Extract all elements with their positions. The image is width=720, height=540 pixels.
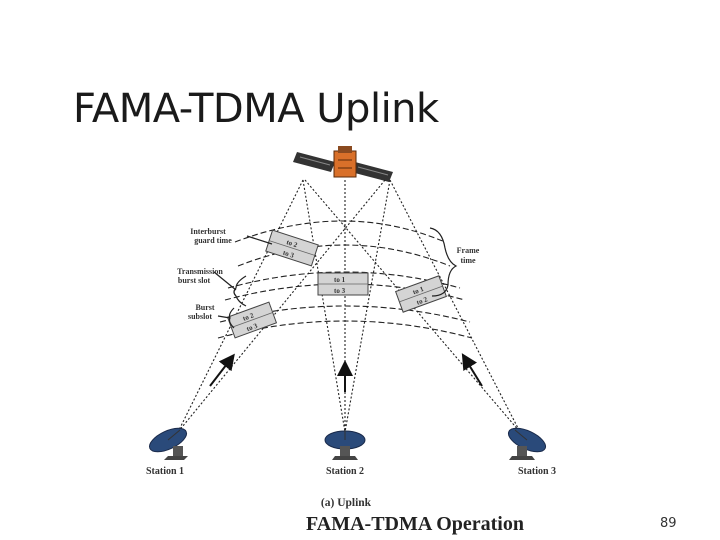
- burst-slot-label: burst slot: [178, 276, 211, 285]
- slot-label: to 2: [285, 238, 298, 249]
- annotation-braces: [213, 227, 458, 329]
- slide-title: FAMA-TDMA Uplink: [73, 86, 439, 132]
- slot-label: to 2: [242, 311, 256, 322]
- slot-label: to 3: [282, 249, 295, 260]
- uplink-arrows: [209, 353, 483, 392]
- figure-subcaption: (a) Uplink: [321, 497, 372, 509]
- frame-time-label: time: [460, 256, 476, 265]
- station-3-label: Station 3: [518, 466, 556, 477]
- slot-label: to 1: [412, 285, 426, 296]
- burst-label: Burst: [195, 303, 214, 312]
- station-2-dish-icon: [324, 430, 366, 460]
- interburst-label: Interburst: [190, 227, 226, 236]
- station-1-dish-icon: [148, 427, 188, 460]
- slot-center: to 1 to 3: [317, 272, 369, 296]
- slot-label: to 1: [334, 276, 346, 284]
- satellite-icon: [293, 146, 393, 182]
- station-3-dish-icon: [507, 427, 547, 460]
- figure-caption: FAMA-TDMA Operation: [306, 513, 524, 535]
- subslot-label: subslot: [188, 312, 212, 321]
- page-number: 89: [660, 516, 677, 531]
- frame-label: Frame: [457, 246, 480, 255]
- slot-right: to 1 to 2: [394, 275, 448, 313]
- transmission-label: Transmission: [177, 267, 223, 276]
- slot-label: to 2: [415, 295, 429, 306]
- slot-label: to 3: [334, 287, 346, 295]
- guard-time-label: guard time: [194, 236, 232, 245]
- slot-lower-left: to 2 to 3: [226, 301, 278, 339]
- slot-label: to 3: [246, 322, 260, 333]
- slot-left: to 2 to 3: [265, 229, 319, 267]
- station-1-label: Station 1: [146, 466, 184, 477]
- station-2-label: Station 2: [326, 466, 364, 477]
